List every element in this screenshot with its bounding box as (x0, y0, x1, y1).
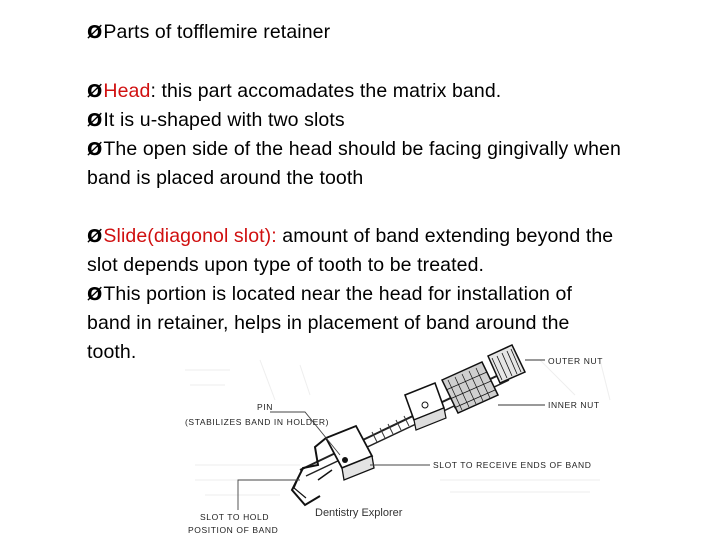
bullet-arrow-icon: Ø (87, 139, 103, 160)
slide-bullet: ØSlide(diagonol slot): amount of band ex… (87, 225, 614, 247)
slide-shape (403, 381, 447, 431)
slide-term: Slide(diagonol slot): (103, 225, 277, 247)
slide-bullet-2-cont1: band in retainer, helps in placement of … (87, 312, 570, 334)
inner-nut-shape (440, 361, 545, 414)
head-bullet-2: ØIt is u-shaped with two slots (87, 109, 345, 131)
bullet-arrow-icon: Ø (87, 22, 103, 43)
inner-nut-label: INNER NUT (548, 400, 600, 410)
slide-title: ØParts of tofflemire retainer (87, 21, 331, 43)
outer-nut-label: OUTER NUT (548, 356, 603, 366)
pin-description: (STABILIZES BAND IN HOLDER) (185, 417, 329, 427)
bullet-arrow-icon: Ø (87, 226, 103, 247)
slot-hold-label-line1: SLOT TO HOLD (200, 512, 269, 522)
bullet-arrow-icon: Ø (87, 81, 103, 102)
bullet-arrow-icon: Ø (87, 110, 103, 131)
pin-label: PIN (257, 402, 273, 412)
slot-hold-label-line2: POSITION OF BAND (188, 525, 278, 535)
head-bullet-3-cont: band is placed around the tooth (87, 167, 364, 189)
bullet-arrow-icon: Ø (87, 284, 103, 305)
figure-caption: Dentistry Explorer (315, 507, 403, 519)
slide-bullet-2-cont2: tooth. (87, 341, 137, 363)
slide-bullet-cont: slot depends upon type of tooth to be tr… (87, 254, 485, 276)
head-shape (290, 424, 375, 507)
head-bullet-3: ØThe open side of the head should be fac… (87, 138, 621, 160)
head-bullet: ØHead: this part accomadates the matrix … (87, 80, 502, 102)
slot-ends-label: SLOT TO RECEIVE ENDS OF BAND (433, 460, 592, 470)
slide-bullet-2: ØThis portion is located near the head f… (87, 283, 572, 305)
outer-nut-shape (487, 344, 545, 384)
head-term: Head (103, 80, 151, 102)
